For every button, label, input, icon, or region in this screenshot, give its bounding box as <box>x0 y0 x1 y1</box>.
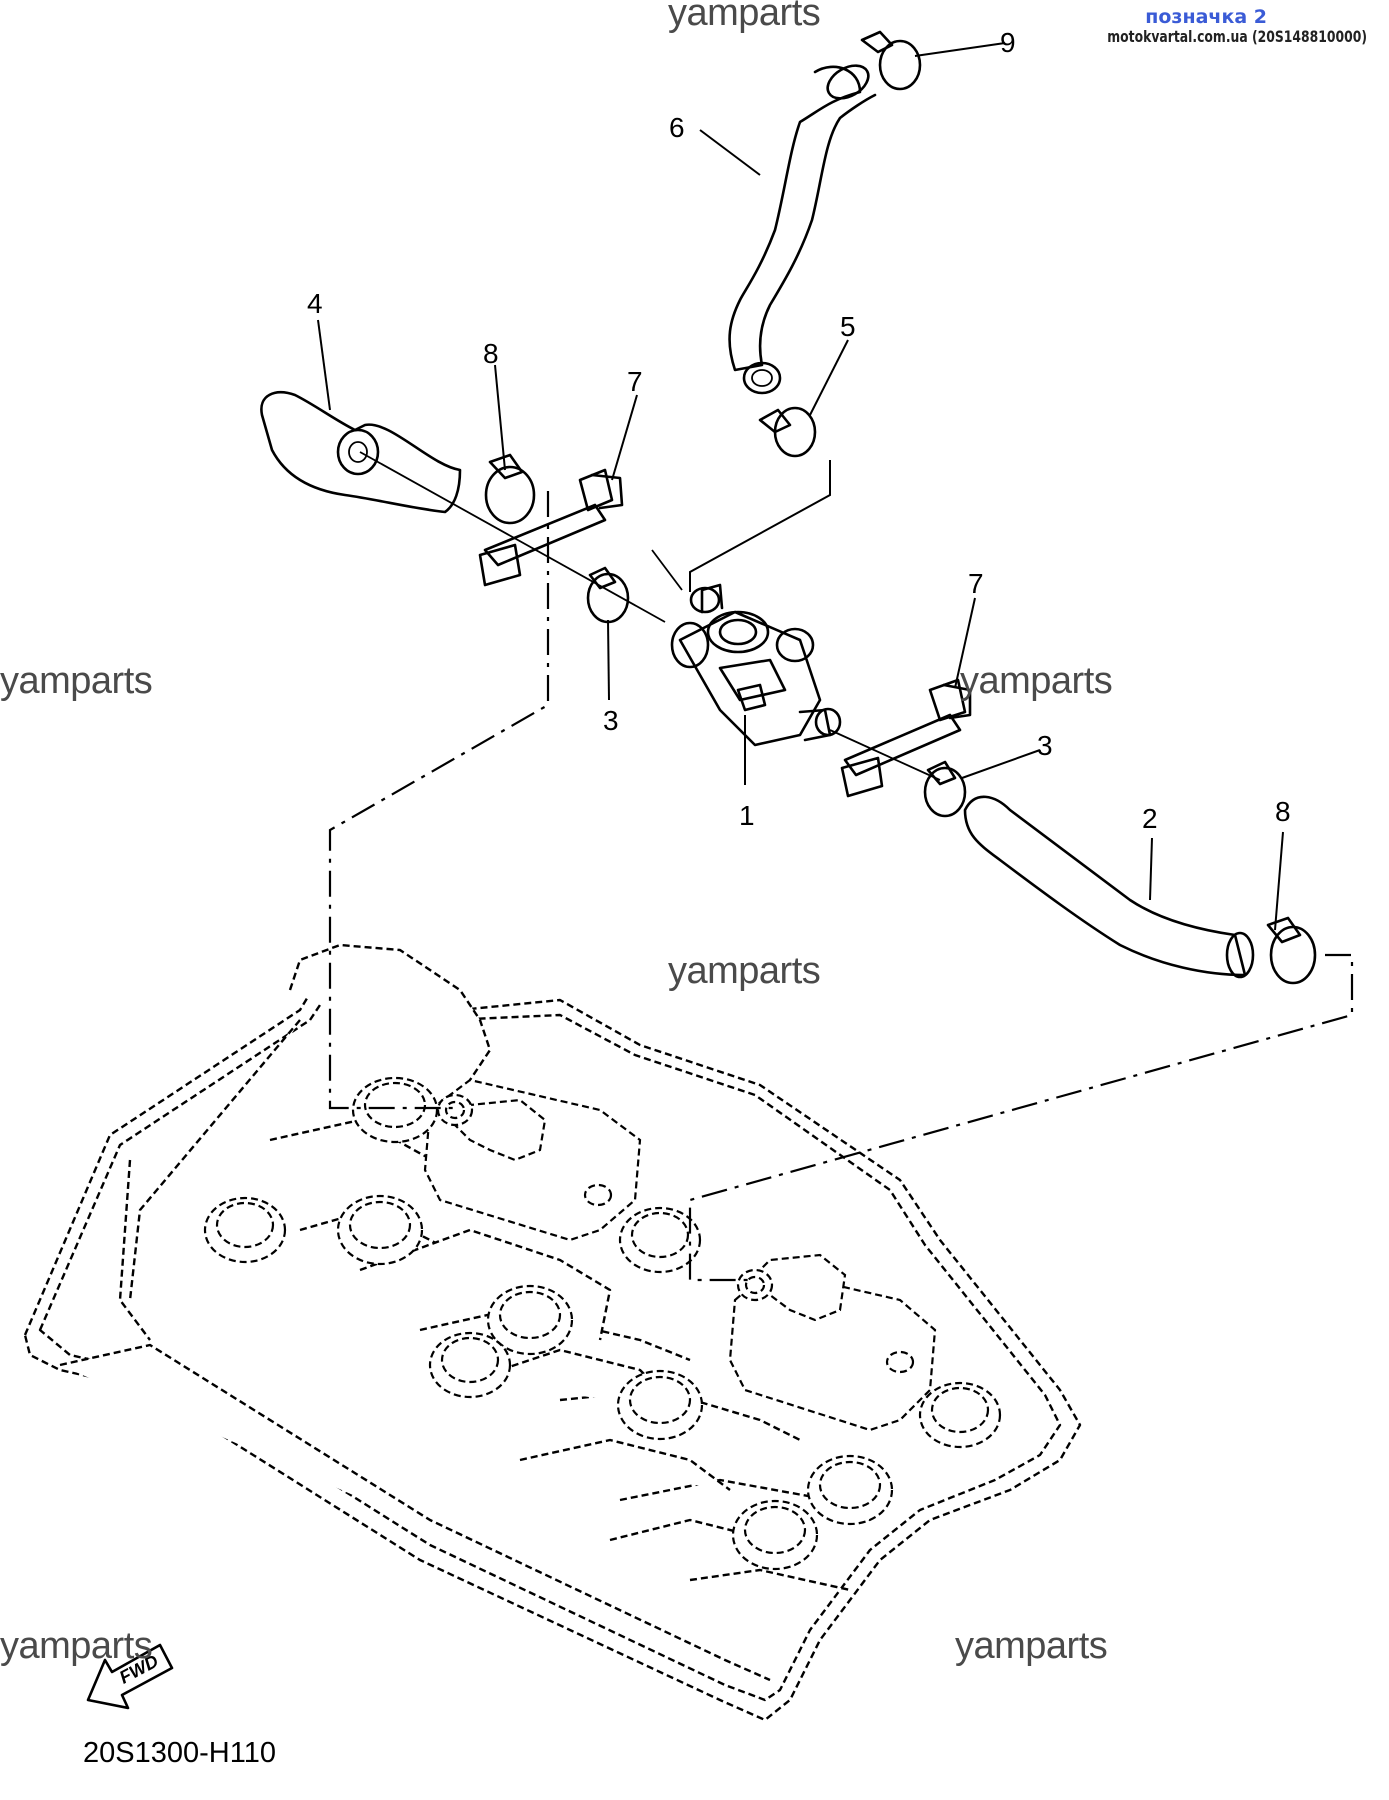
hose-6 <box>728 64 877 395</box>
callout-2: 2 <box>1142 803 1158 834</box>
watermark: yamparts <box>668 950 821 992</box>
callout-3: 3 <box>1037 730 1053 761</box>
clamp-9 <box>860 30 922 91</box>
callout-leaders <box>317 42 1284 931</box>
callout-8: 8 <box>483 338 499 369</box>
header-title: позначка 2 <box>1145 6 1267 28</box>
plug-holes <box>203 1076 1002 1571</box>
callout-1: 1 <box>739 800 755 831</box>
callout-5: 5 <box>840 311 856 342</box>
callout-7: 7 <box>627 366 643 397</box>
clamp-8-right <box>1266 916 1317 985</box>
callout-7: 7 <box>968 568 984 599</box>
callout-6: 6 <box>669 112 685 143</box>
callout-8: 8 <box>1275 796 1291 827</box>
assembly-lines <box>328 460 1354 1282</box>
bracket-7-right <box>840 678 972 798</box>
clamp-3-left <box>586 566 630 624</box>
watermark: yamparts <box>960 660 1113 702</box>
clamp-3-right <box>923 760 967 818</box>
watermark: yamparts <box>668 0 821 34</box>
header-source: motokvartal.com.ua (20S148810000) <box>1107 27 1367 46</box>
cylinder-head-cover <box>23 943 1082 1722</box>
watermark: yamparts <box>0 660 153 702</box>
callout-4: 4 <box>307 288 323 319</box>
clamp-8-left <box>484 453 536 525</box>
callout-3: 3 <box>603 705 619 736</box>
air-cutoff-valve-1 <box>651 549 842 747</box>
drawing-code: 20S1300-H110 <box>83 1737 276 1769</box>
hose-2 <box>963 795 1255 979</box>
clamp-5 <box>758 406 817 458</box>
watermark: yamparts <box>955 1625 1108 1667</box>
callout-9: 9 <box>1000 27 1016 58</box>
hose-4 <box>260 391 462 514</box>
bracket-7-left <box>478 468 624 587</box>
watermark: yamparts <box>0 1625 153 1667</box>
